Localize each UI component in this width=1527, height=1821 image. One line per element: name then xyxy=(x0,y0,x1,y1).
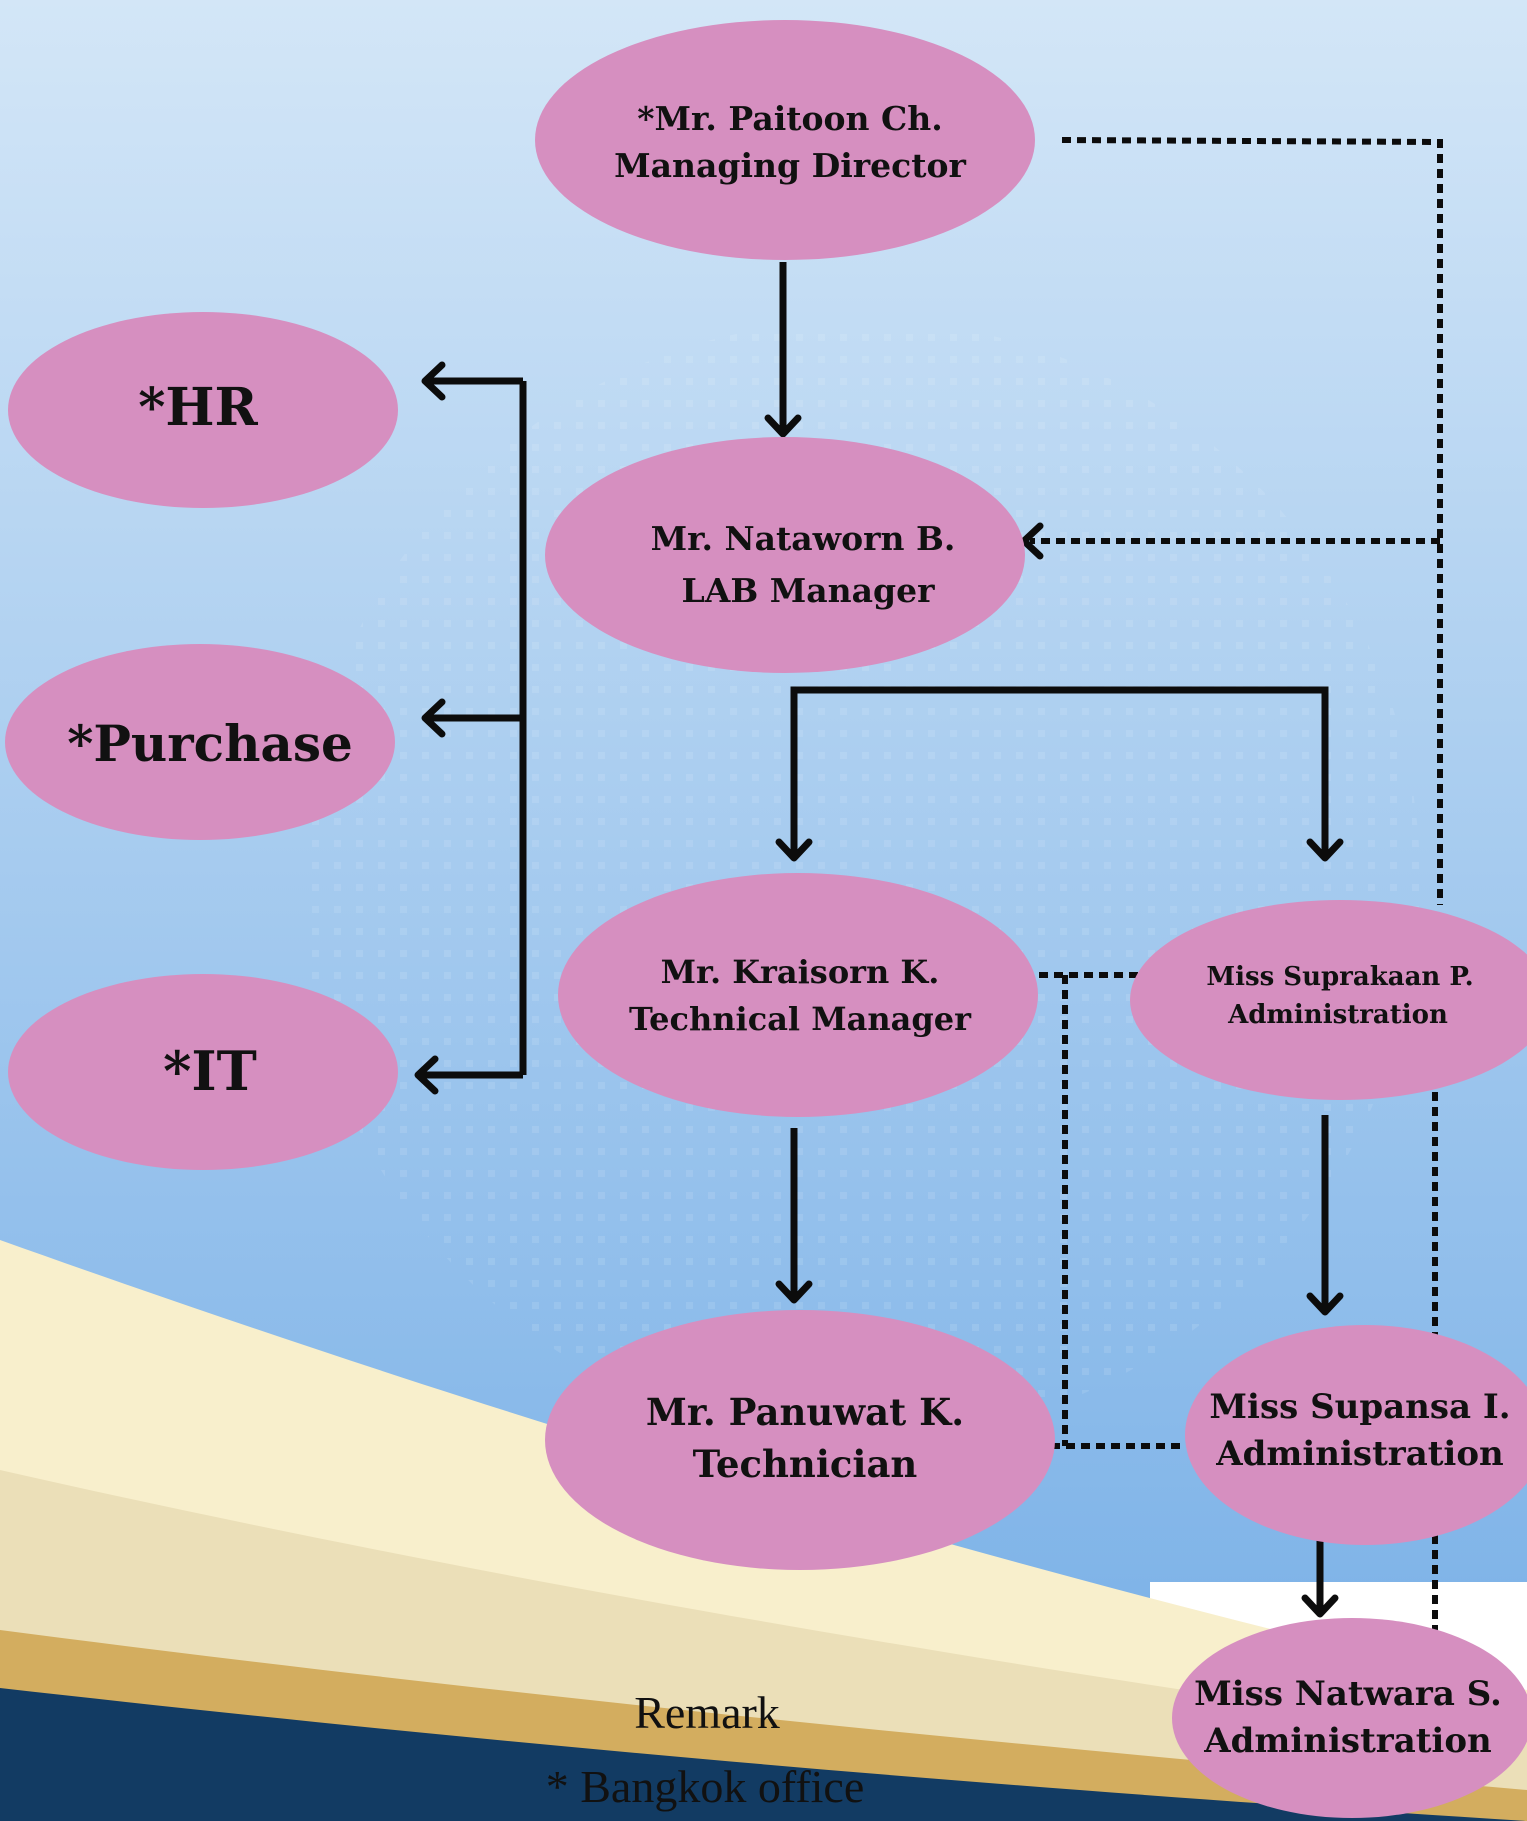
lab-manager-title: LAB Manager xyxy=(682,571,936,610)
purchase-label: *Purchase xyxy=(67,714,353,773)
technician-name: Mr. Panuwat K. xyxy=(646,1390,964,1434)
node-purchase: *Purchase xyxy=(5,644,395,840)
lab-manager-name: Mr. Nataworn B. xyxy=(651,519,956,558)
node-blob xyxy=(558,873,1038,1117)
technician-title: Technician xyxy=(693,1442,918,1486)
node-blob xyxy=(8,974,398,1170)
remark-title: Remark xyxy=(634,1687,780,1738)
node-technical-manager: Mr. Kraisorn K. Technical Manager xyxy=(558,873,1038,1117)
admin-suprakaan-title: Administration xyxy=(1227,1000,1448,1030)
node-it: *IT xyxy=(8,974,398,1170)
node-blob xyxy=(1130,900,1527,1100)
technical-manager-name: Mr. Kraisorn K. xyxy=(661,953,940,991)
admin-suprakaan-name: Miss Suprakaan P. xyxy=(1206,962,1473,992)
it-label: *IT xyxy=(163,1039,257,1103)
node-blob xyxy=(535,20,1035,260)
admin-supansa-name: Miss Supansa I. xyxy=(1209,1387,1510,1427)
node-blob xyxy=(545,437,1025,673)
node-admin-supansa: Miss Supansa I. Administration xyxy=(1185,1325,1527,1545)
navy-wave xyxy=(0,1688,1527,1821)
node-technician: Mr. Panuwat K. Technician xyxy=(545,1310,1055,1570)
node-hr: *HR xyxy=(8,312,398,508)
node-blob xyxy=(8,312,398,508)
managing-director-title: Managing Director xyxy=(614,146,966,185)
admin-supansa-title: Administration xyxy=(1215,1434,1504,1474)
managing-director-name: *Mr. Paitoon Ch. xyxy=(637,99,942,138)
node-managing-director: *Mr. Paitoon Ch. Managing Director xyxy=(535,20,1035,260)
node-blob xyxy=(1172,1618,1527,1818)
node-lab-manager: Mr. Nataworn B. LAB Manager xyxy=(545,437,1025,673)
hr-label: *HR xyxy=(138,377,258,438)
admin-natwara-title: Administration xyxy=(1203,1721,1492,1761)
node-blob xyxy=(1185,1325,1527,1545)
technical-manager-title: Technical Manager xyxy=(629,1000,972,1038)
node-blob xyxy=(545,1310,1055,1570)
node-admin-suprakaan: Miss Suprakaan P. Administration xyxy=(1130,900,1527,1100)
admin-natwara-name: Miss Natwara S. xyxy=(1194,1674,1502,1714)
dotted-connectors xyxy=(1012,137,1443,1640)
remark-note: * Bangkok office xyxy=(546,1761,865,1812)
node-blob xyxy=(5,644,395,840)
node-admin-natwara: Miss Natwara S. Administration xyxy=(1172,1618,1527,1818)
solid-connectors xyxy=(418,262,1329,1610)
